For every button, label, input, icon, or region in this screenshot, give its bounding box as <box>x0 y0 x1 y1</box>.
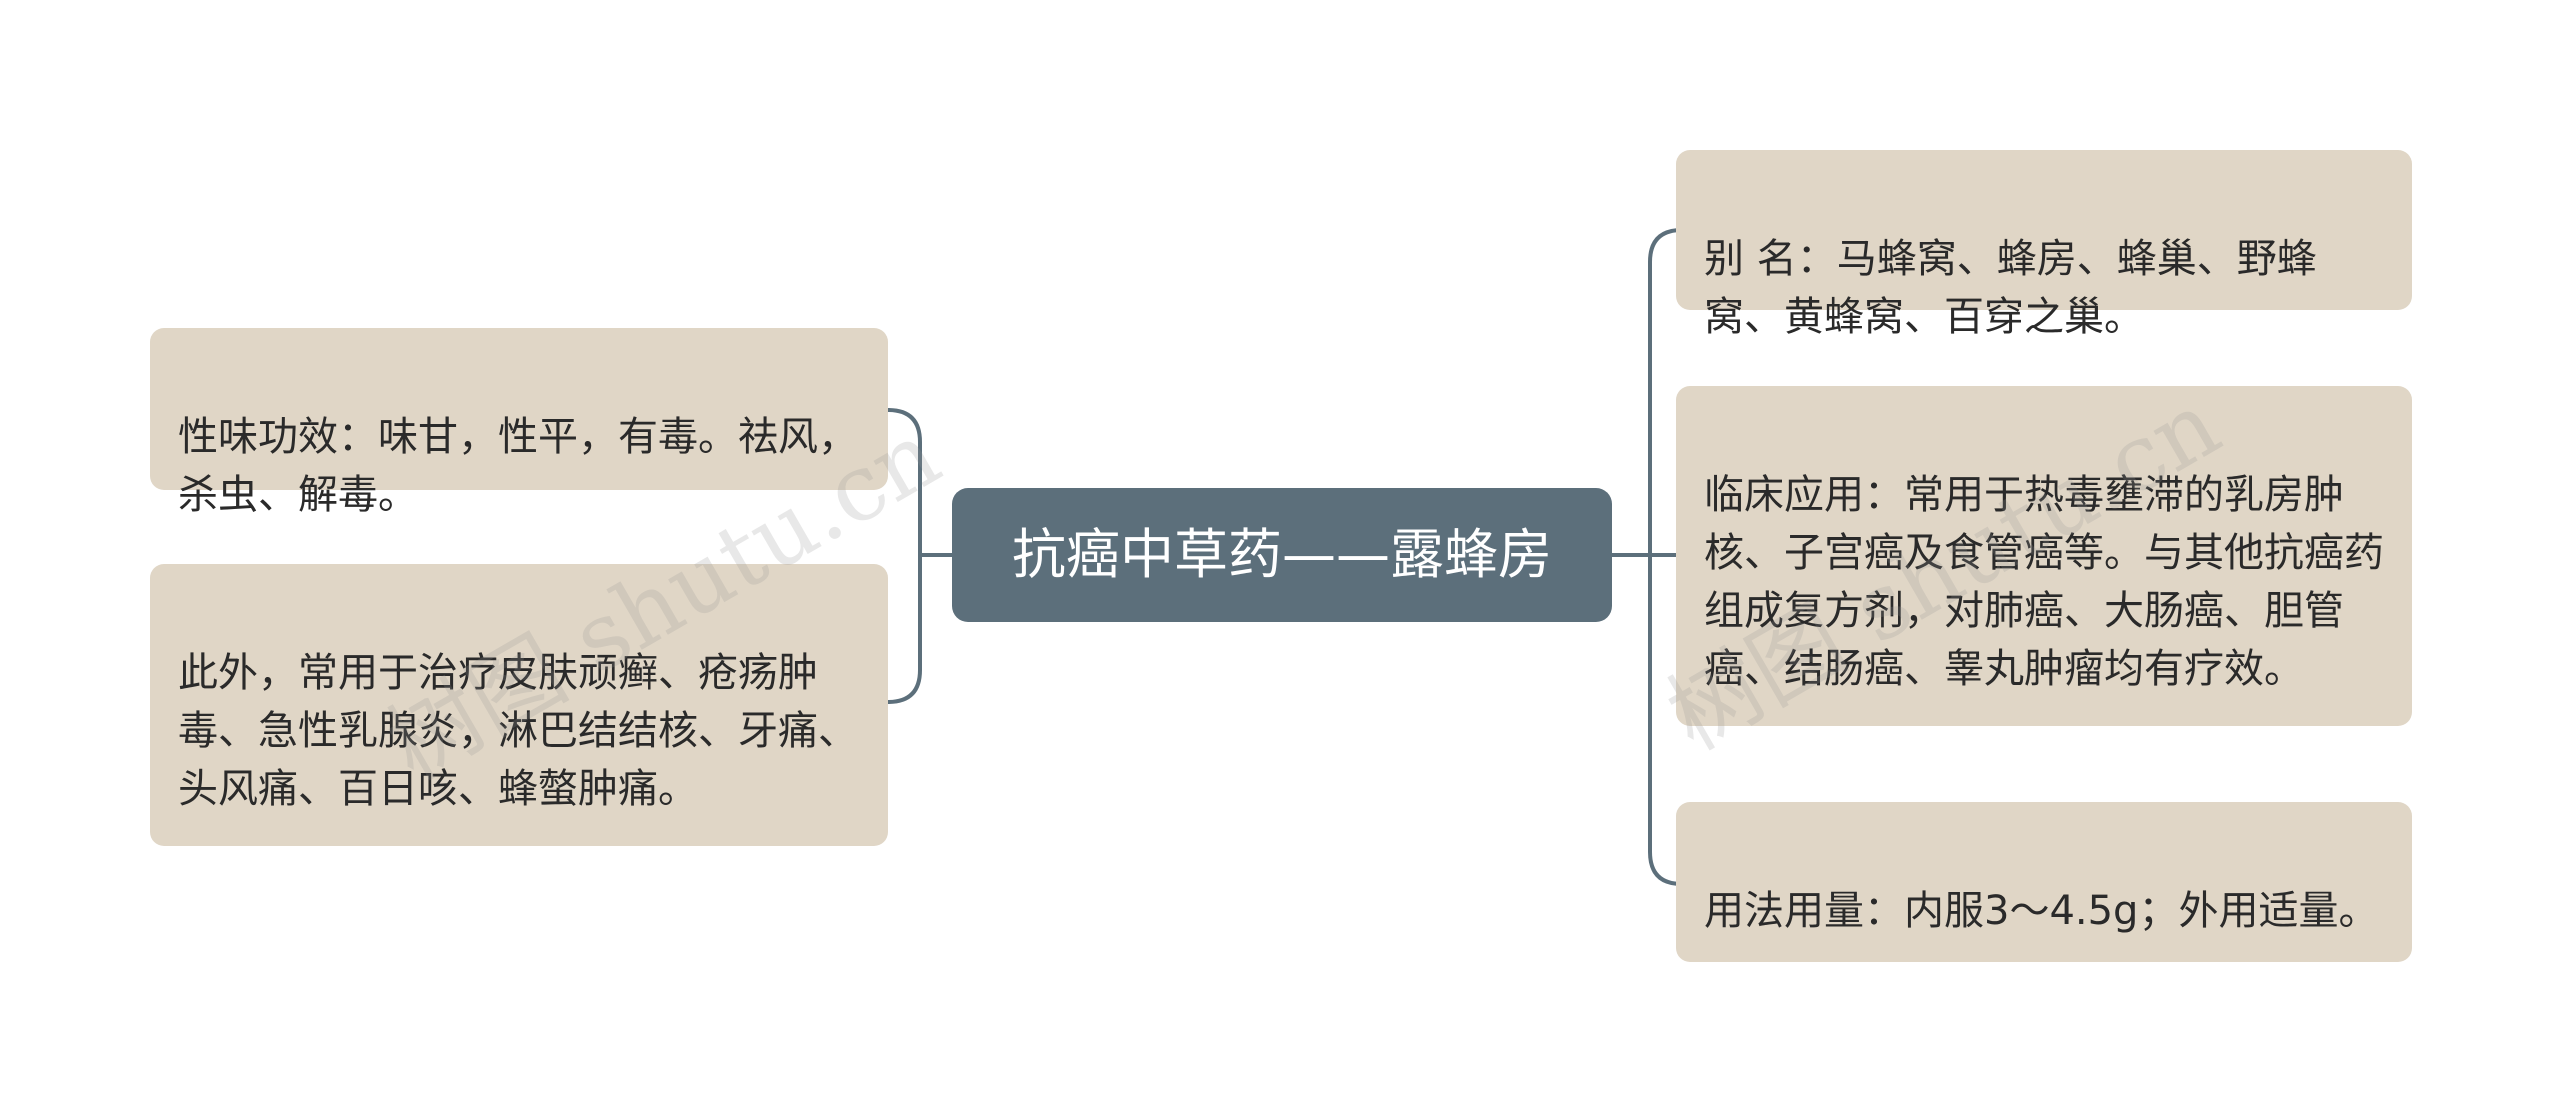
central-topic[interactable]: 抗癌中草药——露蜂房 <box>952 488 1612 622</box>
right-node-aliases[interactable]: 别 名：马蜂窝、蜂房、蜂巢、野蜂窝、黄蜂窝、百穿之巢。 <box>1676 150 2412 340</box>
connector-right <box>1610 228 1684 886</box>
left-node-properties-text: 性味功效：味甘，性平，有毒。祛风，杀虫、解毒。 <box>178 414 858 518</box>
connector-left <box>886 408 954 704</box>
right-node-dosage[interactable]: 用法用量：内服3～4.5g；外用适量。 <box>1676 802 2412 962</box>
right-node-clinical-text: 临床应用：常用于热毒壅滞的乳房肿核、子宫癌及食管癌等。与其他抗癌药组成复方剂，对… <box>1704 472 2384 692</box>
left-node-other-uses-text: 此外，常用于治疗皮肤顽癣、疮疡肿毒、急性乳腺炎，淋巴结结核、牙痛、头风痛、百日咳… <box>178 650 858 812</box>
left-node-properties[interactable]: 性味功效：味甘，性平，有毒。祛风，杀虫、解毒。 <box>150 328 888 518</box>
right-node-aliases-text: 别 名：马蜂窝、蜂房、蜂巢、野蜂窝、黄蜂窝、百穿之巢。 <box>1704 236 2317 340</box>
central-topic-label: 抗癌中草药——露蜂房 <box>1012 523 1552 586</box>
right-node-clinical[interactable]: 临床应用：常用于热毒壅滞的乳房肿核、子宫癌及食管癌等。与其他抗癌药组成复方剂，对… <box>1676 386 2412 726</box>
right-node-dosage-text: 用法用量：内服3～4.5g；外用适量。 <box>1704 888 2379 934</box>
left-node-other-uses[interactable]: 此外，常用于治疗皮肤顽癣、疮疡肿毒、急性乳腺炎，淋巴结结核、牙痛、头风痛、百日咳… <box>150 564 888 846</box>
